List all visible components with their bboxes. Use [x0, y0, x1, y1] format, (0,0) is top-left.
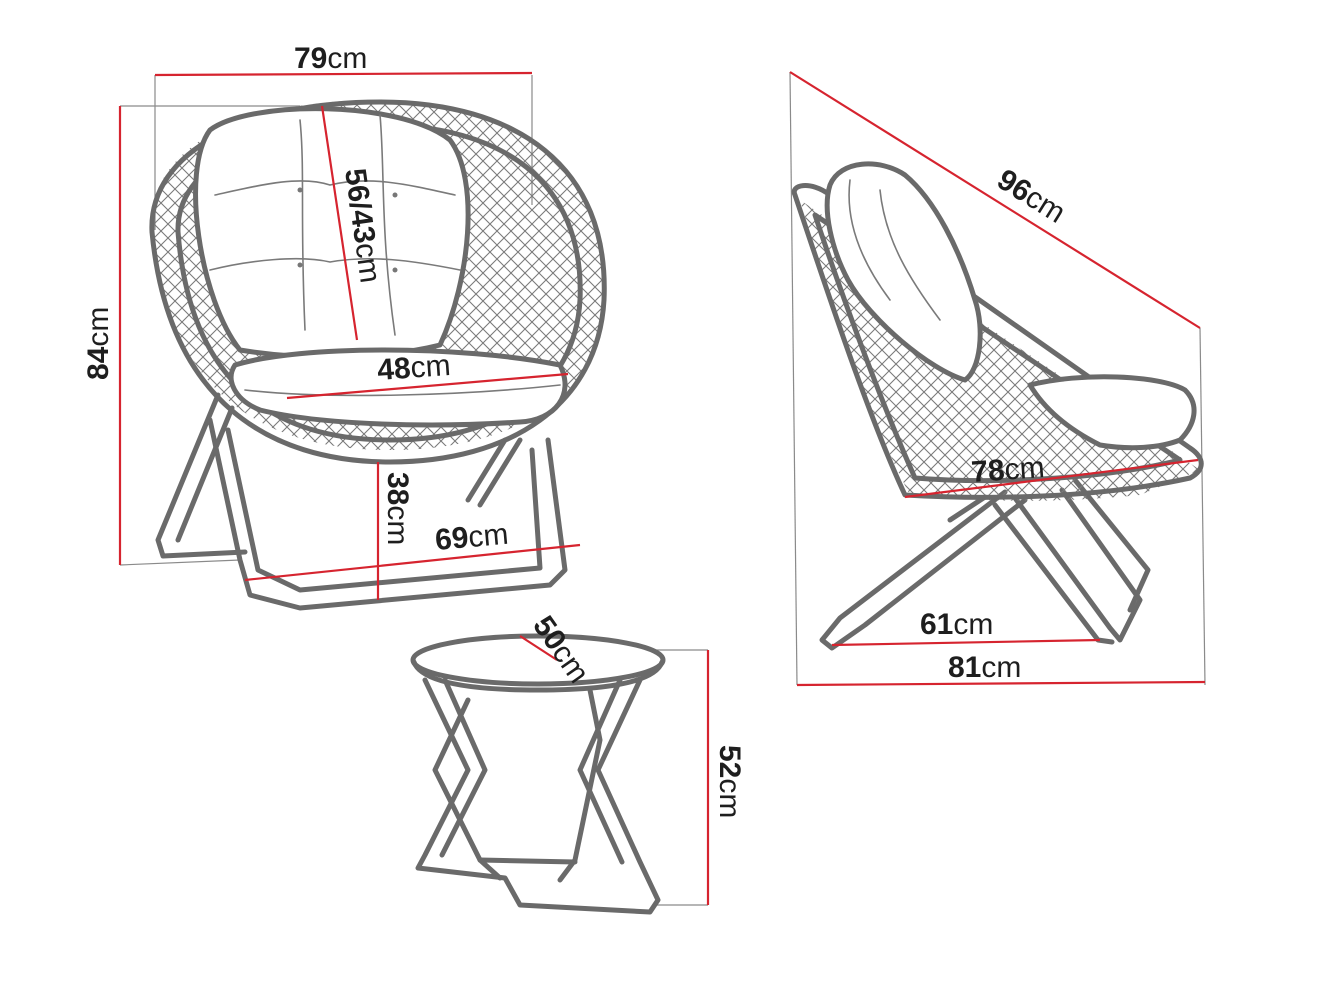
side-total-depth-dimension-line	[796, 680, 1206, 687]
front-chair	[118, 71, 607, 611]
base-width-label: 69cm	[434, 518, 510, 557]
side-table-legs	[415, 677, 661, 915]
side-seat-cushion	[1027, 374, 1197, 451]
side-diagonal-label: 96cm	[991, 163, 1071, 230]
side-back-cushion	[824, 161, 983, 383]
guide-line	[1199, 327, 1206, 686]
side-total-depth-label: 81cm	[948, 651, 1021, 684]
backrest-dimension-line	[320, 105, 359, 341]
side-base-depth-dimension-line	[831, 638, 1101, 647]
seat-width-label: 48cm	[376, 349, 451, 387]
front-width-dimension-line	[154, 71, 533, 77]
side-table-top	[410, 633, 666, 693]
table-diameter-dimension-line	[519, 635, 558, 661]
guide-line	[789, 71, 798, 686]
front-width-label: 79cm	[294, 42, 367, 75]
seat-width-dimension-line	[286, 372, 569, 400]
seat-height-label: 38cm	[381, 472, 414, 545]
side-base-depth-label: 61cm	[920, 608, 993, 641]
table-height-label: 52cm	[713, 745, 746, 818]
guide-line	[119, 559, 241, 566]
side-seat-depth-dimension-line	[904, 458, 1199, 499]
side-table	[410, 633, 710, 915]
base-width-dimension-line	[244, 543, 581, 582]
side-diagonal-dimension-line	[789, 71, 1201, 329]
front-height-label: 84cm	[82, 307, 115, 380]
side-chair	[789, 71, 1206, 687]
front-back-cushion	[193, 106, 471, 360]
side-seat-depth-label: 78cm	[970, 451, 1045, 489]
front-chair-legs	[155, 392, 568, 611]
